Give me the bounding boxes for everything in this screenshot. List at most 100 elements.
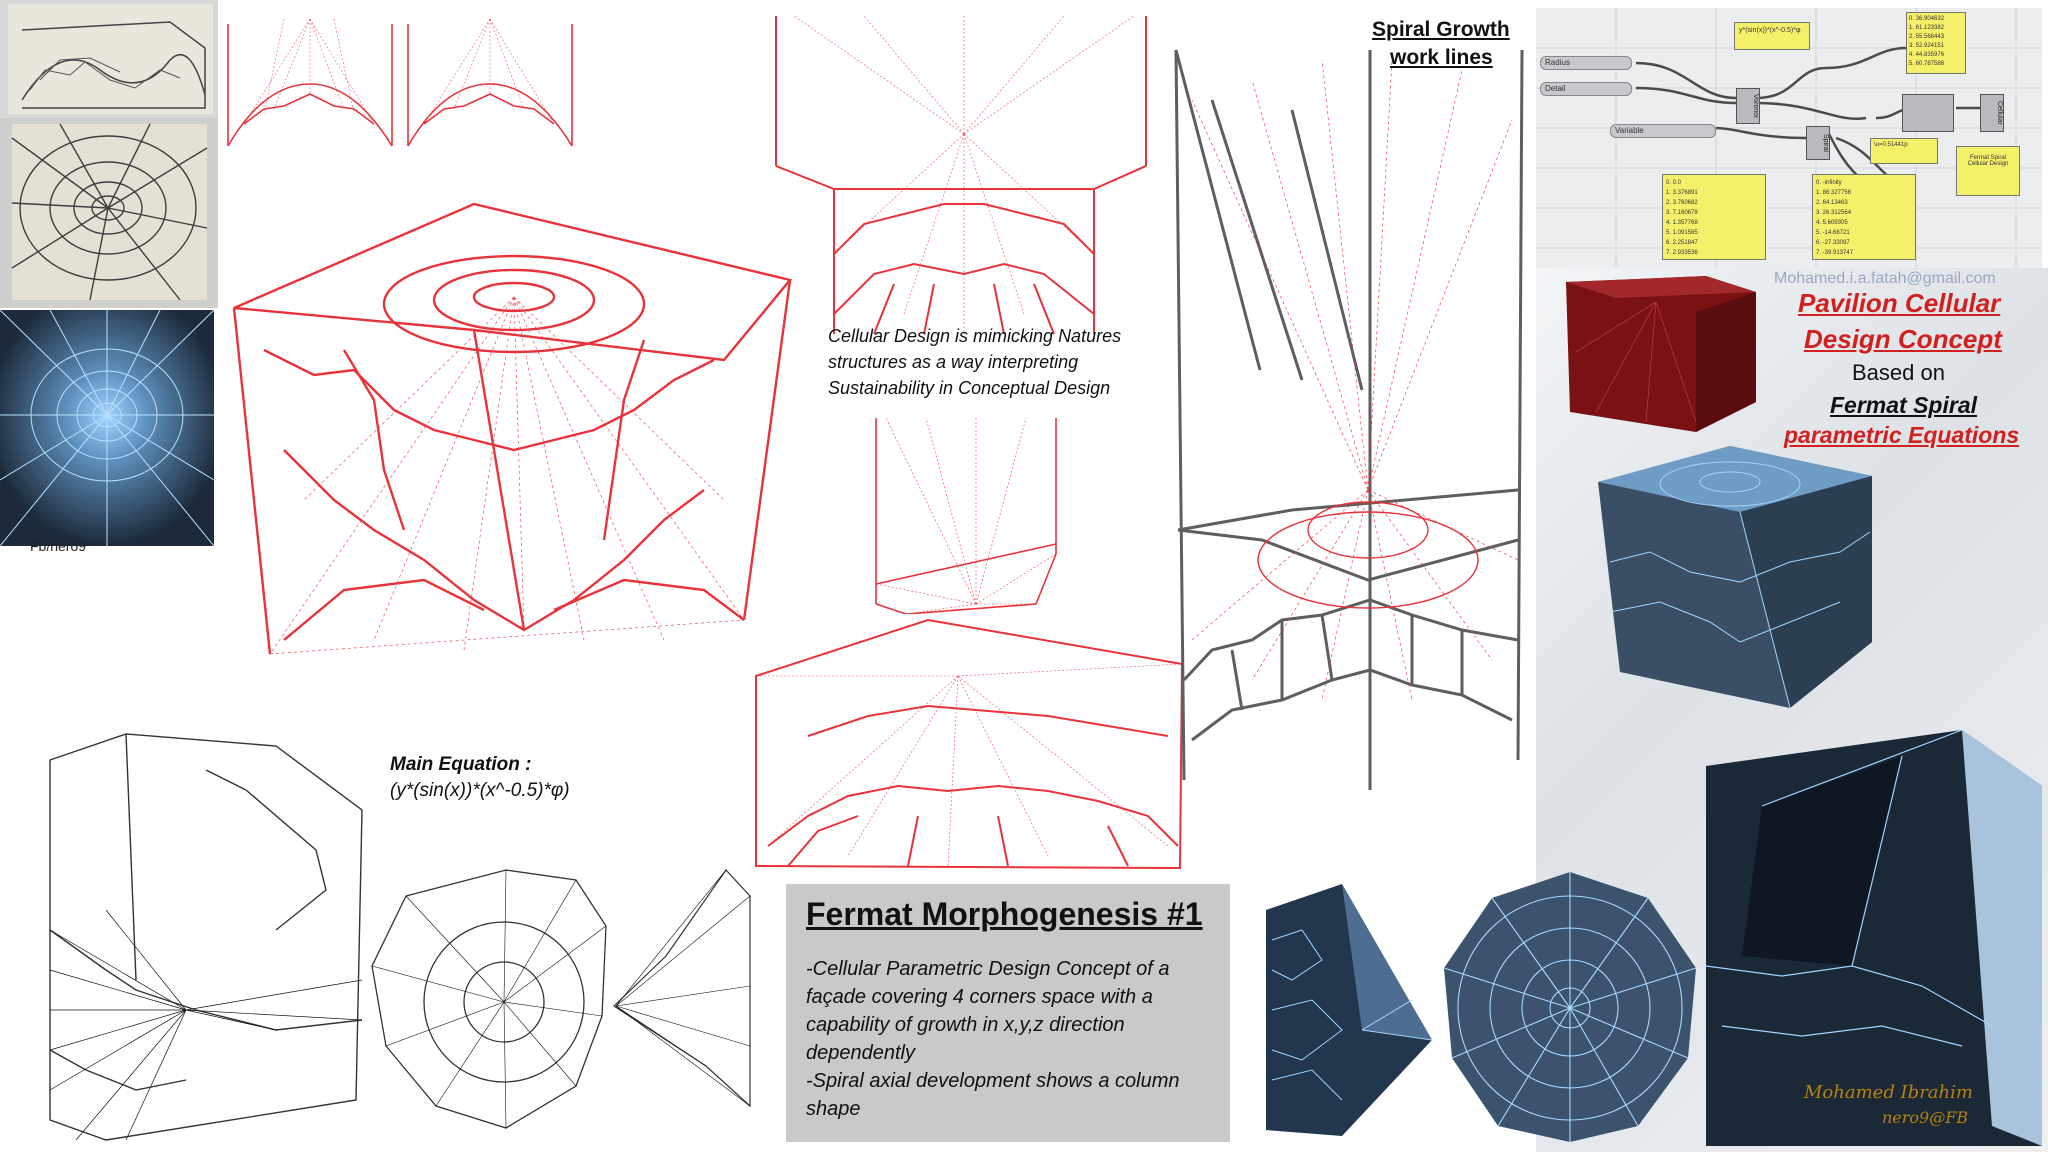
gh-node-voronoi[interactable]: Voronoi: [1736, 88, 1760, 124]
gh-list3-item: 0. -infinity: [1816, 180, 1842, 186]
gh-list1-item: 0. 36.904632: [1909, 16, 1945, 22]
gh-list3-item: 1. 86.327756: [1816, 190, 1852, 196]
red-wire-wide-lower: [748, 616, 1184, 874]
card-body-line-4: dependently: [806, 1042, 915, 1064]
gh-input-radius[interactable]: Radius: [1540, 56, 1632, 70]
gh-node-eval[interactable]: [1902, 94, 1954, 132]
gh-list2-item: 6. 2.251847: [1666, 240, 1698, 246]
fb-credit: Fb/nero9: [30, 538, 87, 554]
dark-cube-drawing: [1705, 729, 2042, 1146]
watermark-line-1: Mohamed Ibrahim: [1804, 1082, 1973, 1103]
equation-label: Main Equation :: [390, 754, 532, 775]
gh-node-cellular[interactable]: Cellular: [1980, 94, 2004, 132]
red-wire-large-cube: [224, 200, 792, 684]
gh-panel-list-1[interactable]: 0. 36.904632 1. 61.123382 2. 55.568443 3…: [1906, 12, 1966, 74]
gh-list2-item: 5. 1.091585: [1666, 230, 1698, 236]
gh-panel-note-text: \u=0.51441p: [1874, 142, 1908, 148]
model-top-drawing: [11, 123, 208, 301]
red-wire-funnel-drawing: [875, 417, 1057, 614]
gh-panel-expression[interactable]: y*(sin(x))*(x^-0.5)*φ: [1734, 22, 1810, 50]
gh-list3-item: 3. 26.312564: [1816, 210, 1852, 216]
gh-panel-expression-text: y*(sin(x))*(x^-0.5)*φ: [1739, 27, 1801, 34]
red-wire-tall-center-drawing: [775, 15, 1147, 335]
gh-list1-item: 1. 61.123382: [1909, 25, 1945, 31]
gh-panel-note[interactable]: \u=0.51441p: [1870, 138, 1938, 164]
spiral-title-line-2: work lines: [1390, 46, 1493, 69]
spiral-growth-wireframe: [1172, 40, 1526, 794]
panel-model-photo-side: [0, 0, 218, 118]
black-wire-side-drawing: [49, 733, 363, 1141]
equation-text: (y*(sin(x))*(x^-0.5)*φ): [390, 780, 570, 801]
gh-input-radius-label: Radius: [1545, 58, 1570, 67]
gh-input-detail[interactable]: Detail: [1540, 82, 1632, 96]
red-wire-small-left: [224, 14, 396, 150]
card-title: Fermat Morphogenesis #1: [806, 896, 1203, 932]
panel-model-photo-top: [0, 118, 218, 308]
blue-render-side-view: [1262, 880, 1438, 1140]
gh-node-spiral-label: Spiral: [1822, 134, 1829, 152]
red-wire-small-right: [404, 14, 576, 150]
blue-front-view-drawing: [1443, 872, 1697, 1142]
gh-panel-list-2[interactable]: 0. 0.0 1. 3.376891 2. 3.760682 3. 7.1606…: [1662, 174, 1766, 260]
red-wire-small-right-drawing: [407, 18, 573, 147]
red-wire-large-cube-drawing: [232, 202, 792, 655]
blue-render-radial: [0, 310, 214, 546]
gh-list3-item: 5. -14.68721: [1816, 230, 1850, 236]
dark-cube-render: [1702, 726, 2046, 1150]
red-wire-small-left-drawing: [227, 18, 393, 147]
watermark-line-2: nero9@FB: [1882, 1108, 1969, 1127]
gh-list2-item: 2. 3.760682: [1666, 200, 1698, 206]
gh-node-spiral[interactable]: Spiral: [1806, 126, 1830, 160]
red-wire-wide-lower-drawing: [755, 618, 1184, 870]
gh-list3-item: 6. -27.33097: [1816, 240, 1850, 246]
gh-list2-item: 3. 7.160679: [1666, 210, 1698, 216]
card-body-line-1: -Cellular Parametric Design Concept of a: [806, 958, 1170, 980]
panel-blue-render-top: [0, 310, 214, 546]
gh-list1-item: 4. 44.835976: [1909, 52, 1945, 58]
card-body-line-2: façade covering 4 corners space with a: [806, 986, 1153, 1008]
gh-list2-item: 7. 2.933536: [1666, 250, 1698, 256]
gh-panel-list-3[interactable]: 0. -infinity 1. 86.327756 2. 64.13463 3.…: [1812, 174, 1916, 260]
cellular-note-line-2: structures as a way interpreting: [828, 352, 1079, 372]
card-body-line-5: -Spiral axial development shows a column: [806, 1070, 1180, 1092]
gh-panel-title[interactable]: Fermat Spiral Cellular Design: [1956, 146, 2020, 196]
gh-list3-item: 4. 5.609305: [1816, 220, 1848, 226]
gh-input-variable[interactable]: Variable: [1610, 124, 1716, 138]
card-body-line-3: capability of growth in x,y,z direction: [806, 1014, 1125, 1036]
gh-list1-item: 3. 52.924151: [1909, 43, 1945, 49]
concept-title-line-2: Design Concept: [1804, 324, 2002, 354]
gh-list2-item: 0. 0.0: [1666, 180, 1682, 186]
cellular-note-line-3: Sustainability in Conceptual Design: [828, 378, 1111, 398]
gh-list1-item: 2. 55.568443: [1909, 34, 1945, 40]
blue-render-front-view: [1438, 868, 1702, 1146]
gh-node-cellular-label: Cellular: [1996, 101, 2003, 125]
gh-node-voronoi-label: Voronoi: [1752, 94, 1759, 118]
black-wire-top-drawing: [371, 869, 751, 1129]
description-card: Fermat Morphogenesis #1 -Cellular Parame…: [786, 884, 1230, 1142]
spiral-title-line-1: Spiral Growth: [1372, 18, 1510, 41]
model-side-drawing: [8, 4, 213, 114]
gh-list1-item: 5. 60.787586: [1909, 61, 1945, 67]
gh-panel-title-text: Fermat Spiral Cellular Design: [1967, 155, 2009, 167]
concept-fermat-spiral: Fermat Spiral: [1830, 392, 1977, 418]
red-wire-funnel: [866, 414, 1064, 614]
red-cube-render: [1556, 272, 1762, 434]
cellular-note-line-1: Cellular Design is mimicking Natures: [828, 326, 1122, 346]
blue-cube-drawing: [1598, 446, 1872, 709]
spiral-growth-drawing: [1174, 49, 1524, 790]
black-wire-side: [46, 730, 366, 1144]
gh-input-variable-label: Variable: [1615, 126, 1644, 135]
gh-input-detail-label: Detail: [1545, 84, 1566, 93]
concept-parametric-equations: parametric Equations: [1784, 422, 2020, 448]
black-wire-top: [366, 866, 754, 1136]
email-address: Mohamed.i.a.fatah@gmail.com: [1774, 270, 1996, 287]
red-cube-drawing: [1566, 276, 1756, 432]
card-body-line-6: shape: [806, 1098, 861, 1120]
blue-cube-render: [1590, 442, 1876, 710]
concept-title-line-1: Pavilion Cellular: [1798, 288, 2001, 318]
concept-based-on: Based on: [1852, 360, 1945, 385]
gh-list2-item: 4. 1.357768: [1666, 220, 1698, 226]
gh-list3-item: 7. -39.913747: [1816, 250, 1854, 256]
gh-list3-item: 2. 64.13463: [1816, 200, 1848, 206]
gh-list2-item: 1. 3.376891: [1666, 190, 1698, 196]
